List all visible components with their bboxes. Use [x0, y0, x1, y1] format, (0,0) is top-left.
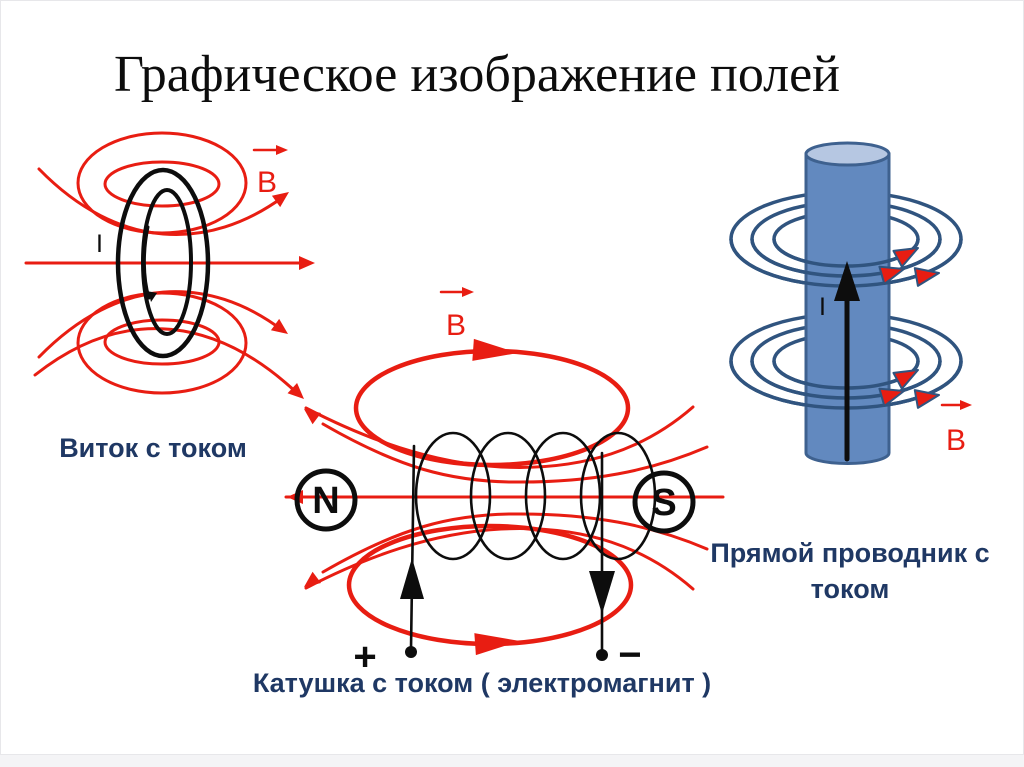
field-arrowhead [304, 409, 321, 425]
current-direction-line [142, 225, 151, 300]
terminal-dot [596, 649, 608, 661]
loop-conductor [115, 167, 211, 359]
coil-leads: + − [353, 444, 642, 679]
diagram-svg: Графическое изображение полей I [24, 46, 990, 698]
current-arrowhead [834, 261, 860, 301]
coil-turn [579, 431, 657, 561]
south-pole-circle [632, 470, 696, 534]
coil-winding [414, 431, 657, 561]
current-arrow-down [589, 571, 615, 614]
lead-wire-left [409, 444, 416, 651]
field-line-curve [304, 405, 695, 469]
b-vector-arrowhead [276, 145, 288, 155]
ring-arrowhead [878, 387, 905, 407]
ring-arrowhead [878, 265, 905, 285]
minus-terminal-label: − [618, 633, 641, 677]
b-field-label: B [446, 309, 466, 342]
cylinder-top-face [804, 141, 891, 167]
field-line-curve [321, 422, 709, 484]
loop-diagram: I B Виток с током [24, 131, 315, 463]
field-line-curve [37, 167, 285, 237]
ring-arrowheads [878, 247, 940, 409]
field-line-ellipse [103, 160, 221, 208]
conductor-caption-line1: Прямой проводник с [710, 538, 989, 568]
north-pole-label: N [312, 480, 339, 522]
coil-caption: Катушка с током ( электромагнит ) [253, 668, 711, 698]
ring-arrowhead [913, 389, 940, 409]
coil-field-lines [284, 338, 725, 656]
field-line-curve [33, 327, 300, 396]
north-pole-circle [294, 468, 358, 532]
field-arrowhead [270, 318, 288, 334]
conductor-caption-line2: током [811, 574, 890, 604]
terminal-dot [405, 646, 417, 658]
b-vector: B [252, 145, 288, 199]
current-arrowhead [148, 291, 158, 302]
coil-turn [524, 431, 602, 561]
field-line-curve [37, 290, 284, 359]
coil-turn [414, 431, 492, 561]
ring-arrowhead [892, 247, 919, 268]
b-field-label: B [257, 166, 277, 199]
coil-turn [469, 431, 547, 561]
b-vector: B [439, 287, 474, 342]
field-arrowhead-large [474, 633, 520, 656]
field-arrowhead [271, 192, 289, 208]
field-arrowhead [299, 256, 315, 270]
ring-arrowhead [913, 267, 940, 287]
current-label: I [96, 230, 103, 258]
field-arrowhead [304, 571, 321, 587]
current-arrow-up [400, 558, 424, 599]
field-arrowhead [287, 382, 304, 399]
loop-caption: Виток с током [59, 433, 247, 463]
plus-terminal-label: + [353, 635, 376, 679]
slide-title: Графическое изображение полей [114, 46, 840, 103]
current-label: I [819, 293, 826, 321]
field-line-curve [304, 527, 695, 591]
loop-field-lines [24, 131, 315, 399]
coil-diagram: N S + − B Катушка с током ( электромагни… [253, 287, 725, 698]
conductor-diagram: I B Прямой проводник с током [710, 141, 990, 604]
conductor-current: I [819, 261, 860, 462]
loop-wire-outer [115, 167, 211, 359]
b-field-label: B [946, 424, 966, 457]
b-vector-arrowhead [462, 287, 474, 297]
field-arrowhead-large [472, 338, 518, 361]
b-vector: B [940, 400, 972, 457]
ring-arrowhead [892, 369, 919, 390]
field-line-curve [321, 512, 709, 574]
b-vector-arrowhead [960, 400, 972, 410]
